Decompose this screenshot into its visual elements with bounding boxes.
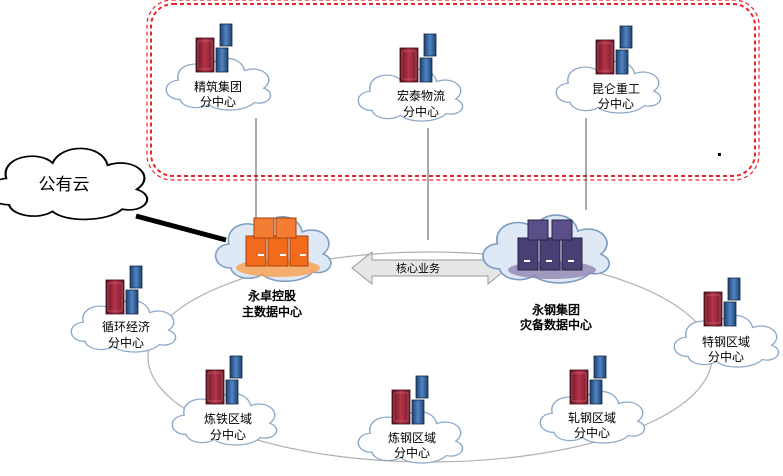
- branch-hongtai-line2: 分中心: [402, 105, 440, 119]
- link-public-cloud: [135, 213, 227, 243]
- branch-cloud-icon: [171, 392, 278, 446]
- server-rack-icon: [569, 355, 607, 405]
- branch-jingzhu-line2: 分中心: [199, 95, 237, 109]
- main-center-line1: 永卓控股: [247, 289, 297, 303]
- server-rack-icon: [205, 355, 243, 405]
- branch-cloud-icon: [555, 60, 662, 114]
- server-rack-icon: [703, 277, 741, 327]
- server-rack-icon: [391, 375, 429, 425]
- branch-cloud-icon: [673, 314, 780, 368]
- branch-liangang-line1: 炼钢区域: [387, 431, 437, 445]
- branch-zhagang-line2: 分中心: [573, 426, 611, 440]
- public-cloud-icon: [0, 147, 149, 221]
- backup-server-icon: [517, 219, 583, 271]
- main-server-icon: [245, 217, 309, 267]
- branch-xunhuan-line1: 循环经济: [101, 320, 151, 334]
- branch-cloud-icon: [357, 68, 464, 122]
- branch-cloud-icon: [357, 410, 464, 464]
- server-rack-icon: [195, 23, 233, 73]
- server-rack-icon: [399, 33, 437, 83]
- branch-cloud-icon: [165, 57, 272, 111]
- branch-cloud-icon: [70, 299, 177, 353]
- branch-liantie-line2: 分中心: [209, 428, 247, 442]
- branch-tegang-line1: 特钢区域: [701, 335, 751, 349]
- branch-jingzhu-line1: 精筑集团: [193, 80, 243, 94]
- core-link-label: 核心业务: [396, 262, 440, 275]
- main-center-line2: 主数据中心: [241, 305, 303, 319]
- backup-center-line2: 灾备数据中心: [519, 318, 593, 332]
- branch-kunlun-line1: 昆仑重工: [591, 82, 641, 96]
- branch-cloud-icon: [539, 390, 646, 444]
- top-branch-group-border: [150, 3, 756, 177]
- branch-hongtai-line1: 宏泰物流: [396, 89, 446, 103]
- backup-center-line1: 永钢集团: [531, 303, 581, 317]
- server-rack-icon: [595, 25, 633, 75]
- branch-liangang-line2: 分中心: [393, 446, 431, 460]
- branch-tegang-line2: 分中心: [707, 350, 745, 364]
- server-rack-icon: [105, 265, 143, 315]
- branch-zhagang-line1: 轧钢区域: [567, 411, 617, 425]
- branch-kunlun-line2: 分中心: [597, 97, 635, 111]
- branch-liantie-line1: 炼铁区域: [203, 412, 253, 426]
- public-cloud-label: 公有云: [38, 175, 90, 195]
- branch-xunhuan-line2: 分中心: [107, 336, 145, 350]
